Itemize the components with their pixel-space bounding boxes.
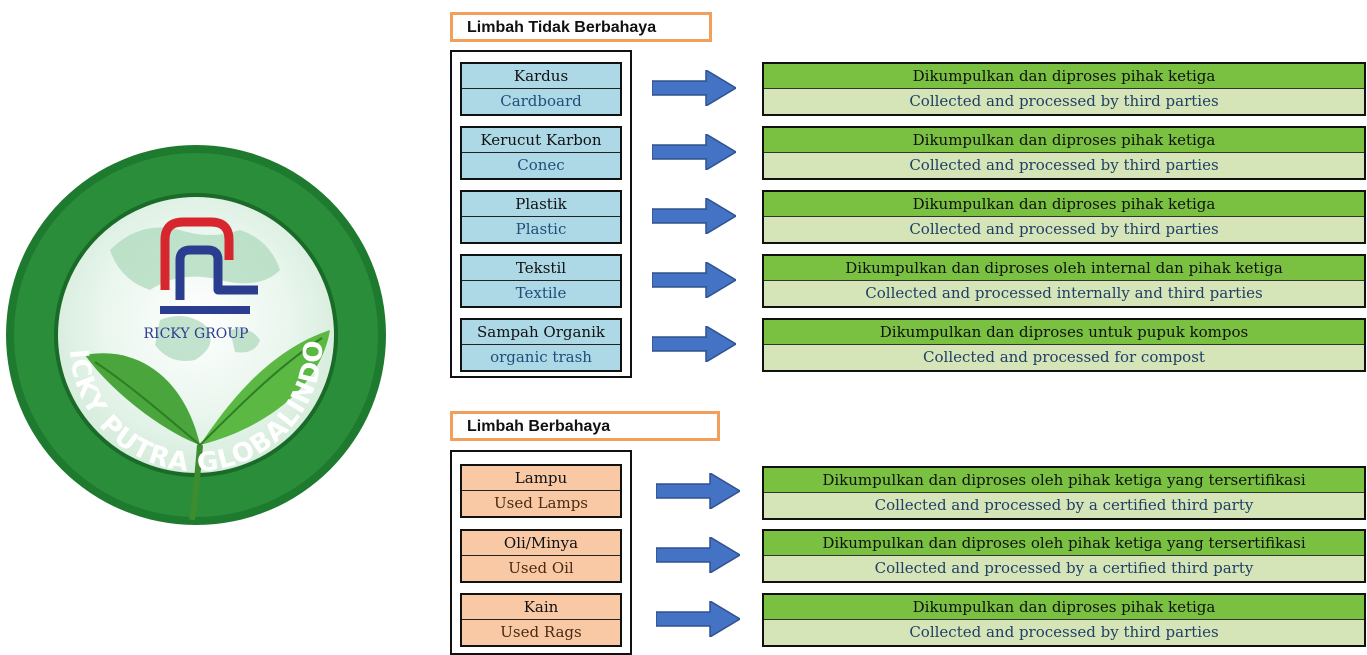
result-label-id: Dikumpulkan dan diproses oleh internal d… [764,256,1364,281]
item-label-id: Kardus [462,64,620,89]
item-label-en: Plastic [462,217,620,242]
result-cardboard: Dikumpulkan dan diproses pihak ketiga Co… [762,62,1366,116]
leaf-icon [85,330,330,521]
result-cone: Dikumpulkan dan diproses pihak ketiga Co… [762,126,1366,180]
result-label-en: Collected and processed by a certified t… [764,556,1364,581]
item-label-en: Used Oil [462,556,620,581]
result-label-id: Dikumpulkan dan diproses oleh pihak keti… [764,468,1364,493]
item-cardboard: Kardus Cardboard [460,62,622,116]
result-textile: Dikumpulkan dan diproses oleh internal d… [762,254,1366,308]
arrow-right-icon [652,198,736,234]
item-label-en: organic trash [462,345,620,370]
item-used-lamps: Lampu Used Lamps [460,464,622,518]
item-textile: Tekstil Textile [460,254,622,308]
result-label-id: Dikumpulkan dan diproses pihak ketiga [764,128,1364,153]
company-logo: RICKY GROUP PT. RICKY PUTRA GLOBALINDO.T… [0,100,386,525]
result-label-en: Collected and processed by third parties [764,620,1364,645]
item-cone: Kerucut Karbon Conec [460,126,622,180]
result-used-lamps: Dikumpulkan dan diproses oleh pihak keti… [762,466,1366,520]
item-label-id: Oli/Minya [462,531,620,556]
item-label-id: Plastik [462,192,620,217]
item-label-id: Kerucut Karbon [462,128,620,153]
result-label-id: Dikumpulkan dan diproses pihak ketiga [764,64,1364,89]
result-label-en: Collected and processed internally and t… [764,281,1364,306]
arrow-right-icon [656,537,740,573]
result-organic-trash: Dikumpulkan dan diproses untuk pupuk kom… [762,318,1366,372]
item-label-id: Sampah Organik [462,320,620,345]
result-label-en: Collected and processed by a certified t… [764,493,1364,518]
result-label-en: Collected and processed by third parties [764,89,1364,114]
item-label-en: Used Lamps [462,491,620,516]
arrow-right-icon [652,326,736,362]
arrow-right-icon [652,262,736,298]
arrow-right-icon [656,601,740,637]
item-label-id: Lampu [462,466,620,491]
arrow-right-icon [656,473,740,509]
item-organic-trash: Sampah Organik organic trash [460,318,622,372]
item-label-en: Cardboard [462,89,620,114]
item-label-id: Kain [462,595,620,620]
brand-mark-icon [160,217,258,314]
result-label-en: Collected and processed by third parties [764,153,1364,178]
result-used-rags: Dikumpulkan dan diproses pihak ketiga Co… [762,593,1366,647]
result-label-en: Collected and processed by third parties [764,217,1364,242]
result-label-id: Dikumpulkan dan diproses pihak ketiga [764,595,1364,620]
result-used-oil: Dikumpulkan dan diproses oleh pihak keti… [762,529,1366,583]
item-used-rags: Kain Used Rags [460,593,622,647]
result-label-en: Collected and processed for compost [764,345,1364,370]
result-label-id: Dikumpulkan dan diproses untuk pupuk kom… [764,320,1364,345]
item-label-en: Textile [462,281,620,306]
arrow-right-icon [652,70,736,106]
item-label-id: Tekstil [462,256,620,281]
non-hazardous-title: Limbah Tidak Berbahaya [450,12,712,42]
logo-brand-text: RICKY GROUP [144,326,249,342]
hazardous-title: Limbah Berbahaya [450,411,720,441]
result-plastic: Dikumpulkan dan diproses pihak ketiga Co… [762,190,1366,244]
result-label-id: Dikumpulkan dan diproses oleh pihak keti… [764,531,1364,556]
arrow-right-icon [652,134,736,170]
item-used-oil: Oli/Minya Used Oil [460,529,622,583]
item-label-en: Conec [462,153,620,178]
item-plastic: Plastik Plastic [460,190,622,244]
result-label-id: Dikumpulkan dan diproses pihak ketiga [764,192,1364,217]
item-label-en: Used Rags [462,620,620,645]
